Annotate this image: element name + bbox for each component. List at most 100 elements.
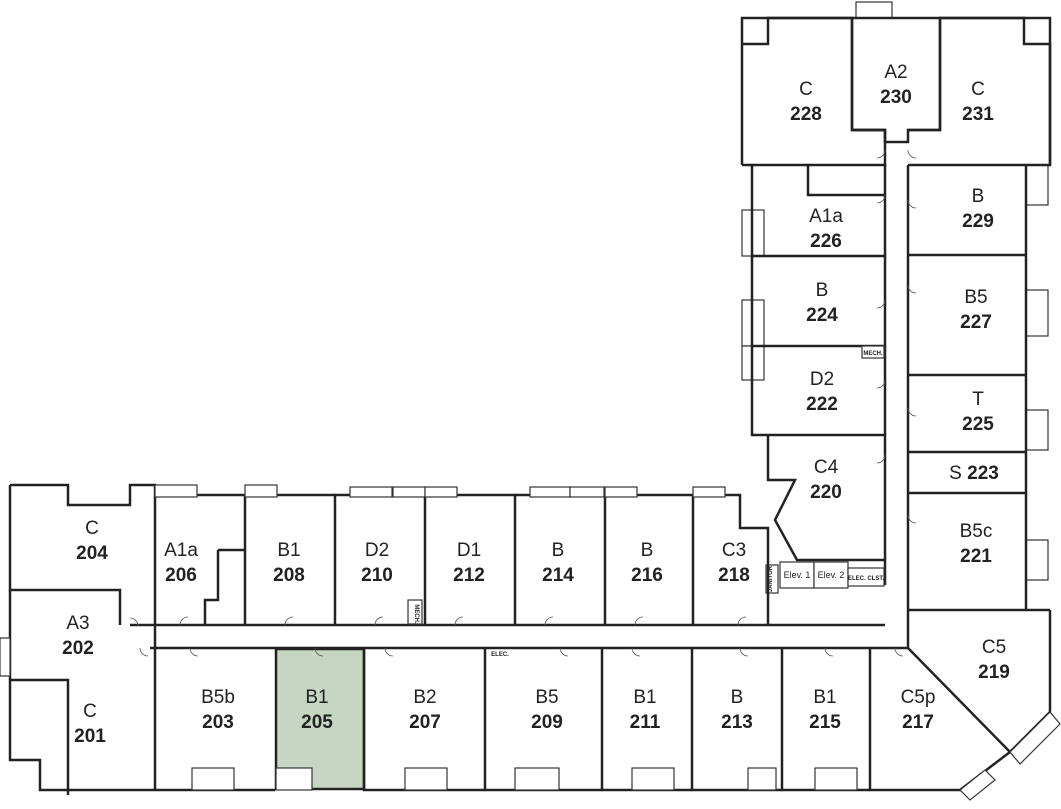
unit-224-number: 224	[806, 305, 838, 326]
unit-216-number: 216	[631, 565, 663, 586]
unit-221-number: 221	[960, 546, 992, 567]
window	[1025, 164, 1049, 206]
unit-225-number: 225	[962, 414, 994, 435]
mech-room	[861, 345, 885, 359]
unit-210-type: D2	[365, 540, 389, 561]
balcony	[1009, 711, 1061, 765]
window	[1025, 539, 1049, 581]
elec-label: ELEC.	[491, 652, 509, 658]
unit-214-type: B	[552, 540, 565, 561]
unit-221-type: B5c	[960, 521, 993, 542]
unit-type-label: S	[949, 463, 967, 484]
unit-228-outline	[742, 16, 887, 167]
unit-217-number: 217	[902, 712, 934, 733]
unit-202-number: 202	[62, 638, 94, 659]
elec-closet-label: ELEC. CLST.	[848, 576, 884, 582]
unit-222-number: 222	[806, 394, 838, 415]
window	[855, 1, 893, 19]
unit-205-type: B1	[305, 687, 328, 708]
unit-228-type: C	[799, 79, 813, 100]
window	[154, 484, 198, 498]
unit-212-number: 212	[453, 565, 485, 586]
unit-204-type: C	[85, 518, 99, 539]
window	[0, 637, 11, 677]
elevator-1-label: Elev. 1	[784, 570, 811, 580]
unit-222-outline	[750, 346, 885, 437]
unit-220-outline	[766, 435, 885, 562]
unit-211-type: B1	[633, 687, 656, 708]
unit-222-type: D2	[810, 369, 834, 390]
unit-229-number: 229	[962, 211, 994, 232]
window	[404, 767, 448, 791]
window	[275, 767, 313, 791]
window	[191, 767, 235, 791]
unit-209-type: B5	[535, 687, 558, 708]
unit-number-label: 223	[967, 463, 999, 484]
unit-213-number: 213	[721, 712, 753, 733]
unit-203-type: B5b	[201, 687, 235, 708]
unit-230-number: 230	[880, 87, 912, 108]
wall-segment	[8, 485, 122, 625]
window	[529, 486, 571, 498]
door-swings	[129, 149, 917, 657]
window	[604, 486, 638, 498]
unit-231-type: C	[971, 79, 985, 100]
elec-closet	[847, 567, 885, 587]
window	[1025, 289, 1049, 337]
unit-209-outline	[483, 648, 602, 792]
window	[1025, 409, 1049, 451]
unit-207-number: 207	[409, 712, 441, 733]
window	[814, 767, 858, 791]
elevator-2-label: Elev. 2	[818, 570, 845, 580]
window	[631, 767, 675, 791]
unit-220-number: 220	[810, 482, 842, 503]
elevator-2	[813, 561, 849, 589]
window	[424, 486, 458, 498]
unit-219-number: 219	[978, 662, 1010, 683]
unit-205-number: 205	[301, 712, 333, 733]
unit-220-type: C4	[814, 457, 839, 478]
unit-224-type: B	[816, 280, 829, 301]
unit-206-number: 206	[165, 565, 197, 586]
window	[514, 767, 560, 791]
unit-227-number: 227	[960, 312, 992, 333]
unit-231-number: 231	[962, 104, 994, 125]
unit-210-number: 210	[361, 565, 393, 586]
unit-226-number: 226	[810, 231, 842, 252]
mech-room	[407, 599, 423, 625]
window	[569, 486, 605, 498]
window	[349, 486, 393, 498]
unit-215-type: B1	[813, 687, 836, 708]
unit-226-type: A1a	[809, 206, 843, 227]
mech-label: MECH.	[413, 604, 419, 624]
unit-230-type: A2	[884, 62, 907, 83]
unit-211-number: 211	[630, 712, 661, 733]
unit-208-type: B1	[277, 540, 300, 561]
unit-219-type: C5	[982, 637, 1006, 658]
unit-208-number: 208	[273, 565, 305, 586]
unit-202-type: A3	[66, 613, 89, 634]
unit-227-type: B5	[964, 287, 987, 308]
unit-225-type: T	[972, 389, 984, 410]
unit-224-outline	[750, 256, 885, 348]
unit-218-type: C3	[722, 540, 746, 561]
wall-segment	[806, 165, 885, 197]
window	[747, 767, 777, 791]
mech-label: MECH.	[863, 351, 883, 357]
wall-segment	[203, 550, 220, 625]
window	[392, 486, 426, 498]
janitor-label: JANITOR	[768, 565, 774, 592]
window	[244, 484, 278, 498]
unit-207-type: B2	[413, 687, 436, 708]
unit-223-label: S 223	[949, 463, 999, 484]
wall-segment	[8, 680, 68, 792]
unit-203-number: 203	[202, 712, 234, 733]
unit-228-number: 228	[790, 104, 822, 125]
unit-216-type: B	[641, 540, 654, 561]
unit-209-number: 209	[531, 712, 563, 733]
window	[692, 486, 726, 498]
unit-201-number: 201	[74, 726, 106, 747]
unit-213-type: B	[731, 687, 744, 708]
